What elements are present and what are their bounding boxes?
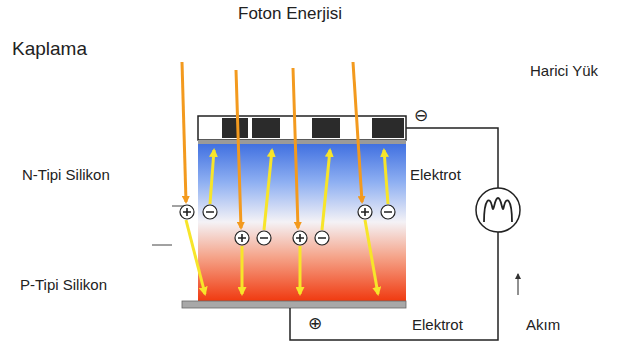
electrode-label: Elektrot bbox=[412, 316, 463, 333]
negative-terminal: ⊖ bbox=[414, 106, 428, 126]
photon-arrows bbox=[182, 62, 362, 228]
bottom-electrode bbox=[182, 301, 406, 308]
positive-terminal: ⊕ bbox=[308, 314, 322, 334]
coating-contacts bbox=[222, 118, 404, 138]
silicon-layers bbox=[198, 143, 406, 301]
coating-layer bbox=[198, 116, 406, 140]
top-electrode bbox=[198, 140, 406, 144]
external-circuit bbox=[290, 128, 520, 340]
n-type-label: N-Tipi Silikon bbox=[22, 166, 110, 183]
coating-label: Kaplama bbox=[12, 38, 87, 60]
charge-pairs bbox=[180, 205, 395, 245]
diagram-title: Foton Enerjisi bbox=[238, 4, 342, 24]
p-type-label: P-Tipi Silikon bbox=[20, 276, 107, 293]
electrode-label: Elektrot bbox=[410, 166, 461, 183]
current-label: Akım bbox=[526, 316, 560, 333]
carrier-arrows bbox=[186, 150, 388, 294]
load-label: Harici Yük bbox=[530, 62, 598, 79]
